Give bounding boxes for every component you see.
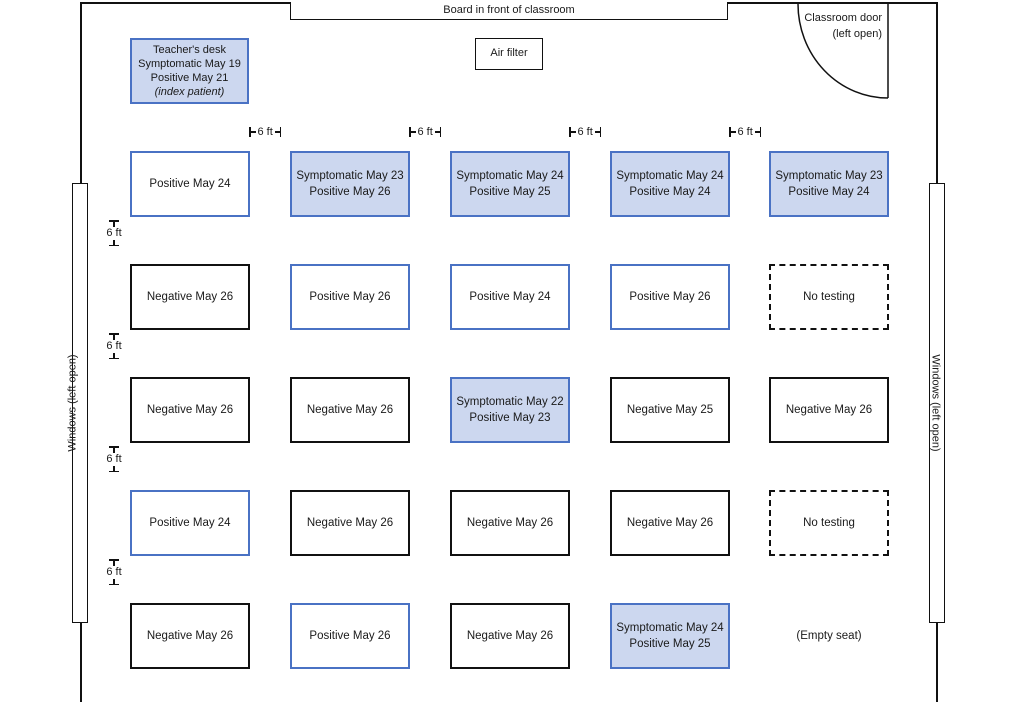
seat-line: Positive May 24 — [469, 291, 551, 303]
distance-label: 6 ft — [257, 126, 273, 138]
window-left-label: Windows (left open) — [66, 354, 79, 452]
seat-line: Positive May 24 — [629, 186, 711, 198]
distance-label: 6 ft — [417, 126, 433, 138]
seat-r5-c5: (Empty seat) — [769, 603, 889, 669]
seat-line: No testing — [803, 291, 855, 303]
seat-line: Symptomatic May 24 — [616, 170, 724, 182]
seat-r5-c2: Positive May 26 — [290, 603, 410, 669]
seat-line: Negative May 26 — [466, 630, 554, 642]
seat-line: Symptomatic May 23 — [296, 170, 404, 182]
seat-r3-c3: Symptomatic May 22 Positive May 23 — [450, 377, 570, 443]
seat-line: Positive May 23 — [469, 412, 551, 424]
seat-line: Negative May 26 — [146, 291, 234, 303]
seat-line: Negative May 25 — [626, 404, 714, 416]
teacher-desk: Teacher's desk Symptomatic May 19 Positi… — [130, 38, 249, 104]
seat-line: Negative May 26 — [146, 630, 234, 642]
teacher-desk-note: (index patient) — [154, 86, 225, 98]
seat-r1-c1: Positive May 24 — [130, 151, 250, 217]
seat-r3-c1: Negative May 26 — [130, 377, 250, 443]
seat-r2-c2: Positive May 26 — [290, 264, 410, 330]
seat-line: Positive May 26 — [309, 630, 391, 642]
seat-line: Symptomatic May 23 — [775, 170, 883, 182]
window-right-label: Windows (left open) — [929, 354, 942, 452]
vertical-distance-marker: 6 ft — [104, 333, 124, 359]
seat-line: (Empty seat) — [796, 630, 862, 642]
seat-r4-c4: Negative May 26 — [610, 490, 730, 556]
window-left — [72, 183, 88, 623]
board: Board in front of classroom — [290, 2, 728, 20]
classroom-outline — [80, 2, 938, 702]
distance-label: 6 ft — [106, 565, 122, 578]
vertical-distance-marker: 6 ft — [104, 559, 124, 585]
seat-line: Positive May 24 — [149, 178, 231, 190]
seat-line: Positive May 24 — [149, 517, 231, 529]
door-icon — [797, 4, 889, 99]
seat-r2-c3: Positive May 24 — [450, 264, 570, 330]
seat-line: Symptomatic May 24 — [616, 622, 724, 634]
seat-line: Symptomatic May 22 — [456, 396, 564, 408]
teacher-desk-title: Teacher's desk — [152, 44, 227, 56]
seat-r2-c4: Positive May 26 — [610, 264, 730, 330]
seat-r4-c1: Positive May 24 — [130, 490, 250, 556]
seat-line: Positive May 25 — [629, 638, 711, 650]
seat-line: Positive May 24 — [788, 186, 870, 198]
seat-r3-c2: Negative May 26 — [290, 377, 410, 443]
window-right — [929, 183, 945, 623]
vertical-distance-marker: 6 ft — [104, 446, 124, 472]
horizontal-distance-marker: 6 ft — [409, 126, 442, 138]
seat-line: Negative May 26 — [306, 517, 394, 529]
seat-line: Positive May 26 — [309, 291, 391, 303]
seat-r2-c1: Negative May 26 — [130, 264, 250, 330]
distance-label: 6 ft — [106, 452, 122, 465]
seat-r1-c2: Symptomatic May 23 Positive May 26 — [290, 151, 410, 217]
horizontal-distance-marker: 6 ft — [249, 126, 282, 138]
seat-line: Positive May 26 — [629, 291, 711, 303]
seat-r4-c5: No testing — [769, 490, 889, 556]
air-filter: Air filter — [475, 38, 543, 70]
seat-r4-c2: Negative May 26 — [290, 490, 410, 556]
seat-line: Negative May 26 — [626, 517, 714, 529]
seat-r1-c4: Symptomatic May 24 Positive May 24 — [610, 151, 730, 217]
distance-label: 6 ft — [106, 226, 122, 239]
door-label: Classroom door (left open) — [780, 10, 882, 42]
seat-r3-c4: Negative May 25 — [610, 377, 730, 443]
seat-line: Negative May 26 — [785, 404, 873, 416]
door-label-line2: (left open) — [832, 28, 882, 40]
seat-r3-c5: Negative May 26 — [769, 377, 889, 443]
seat-line: No testing — [803, 517, 855, 529]
seat-line: Positive May 25 — [469, 186, 551, 198]
seat-r4-c3: Negative May 26 — [450, 490, 570, 556]
seat-line: Negative May 26 — [146, 404, 234, 416]
seat-line: Symptomatic May 24 — [456, 170, 564, 182]
distance-label: 6 ft — [106, 339, 122, 352]
seat-line: Negative May 26 — [466, 517, 554, 529]
seat-r2-c5: No testing — [769, 264, 889, 330]
seat-r5-c1: Negative May 26 — [130, 603, 250, 669]
teacher-desk-symptomatic: Symptomatic May 19 — [138, 58, 241, 70]
horizontal-distance-marker: 6 ft — [729, 126, 762, 138]
horizontal-distance-marker: 6 ft — [569, 126, 602, 138]
door-label-line1: Classroom door — [804, 12, 882, 24]
seat-line: Positive May 26 — [309, 186, 391, 198]
distance-label: 6 ft — [737, 126, 753, 138]
seat-line: Negative May 26 — [306, 404, 394, 416]
seat-r5-c4: Symptomatic May 24 Positive May 25 — [610, 603, 730, 669]
teacher-desk-positive: Positive May 21 — [150, 72, 229, 84]
vertical-distance-marker: 6 ft — [104, 220, 124, 246]
seat-r1-c5: Symptomatic May 23 Positive May 24 — [769, 151, 889, 217]
distance-label: 6 ft — [577, 126, 593, 138]
seat-r5-c3: Negative May 26 — [450, 603, 570, 669]
seat-r1-c3: Symptomatic May 24 Positive May 25 — [450, 151, 570, 217]
